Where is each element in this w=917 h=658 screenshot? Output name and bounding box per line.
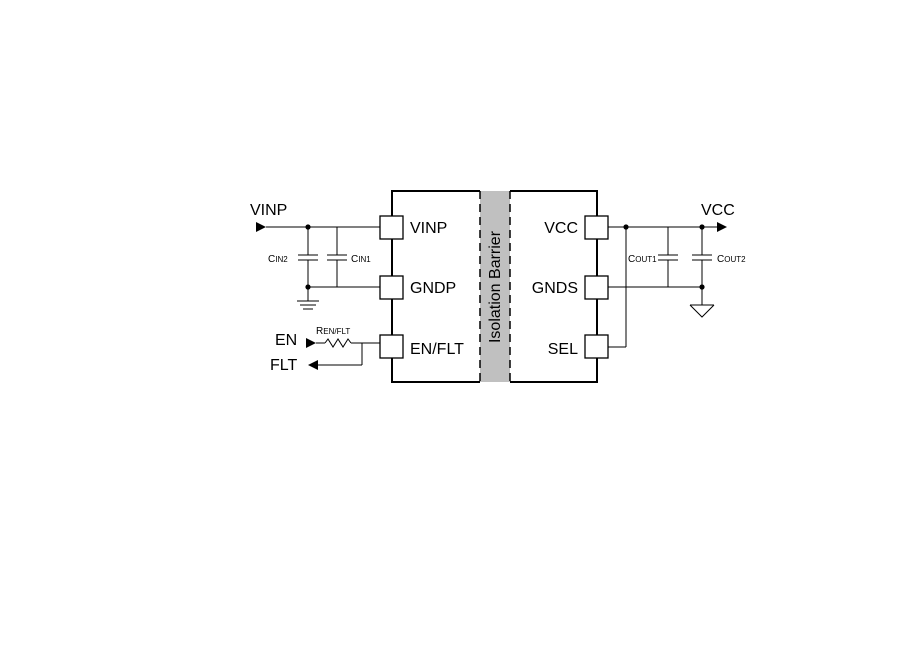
pin-sel bbox=[584, 334, 609, 359]
pin-vinp bbox=[379, 215, 404, 240]
pin-vcc-label: VCC bbox=[544, 220, 578, 237]
barrier-label: Isolation Barrier bbox=[487, 230, 504, 343]
en-net-label: EN bbox=[275, 332, 297, 349]
ren-flt-resistor bbox=[324, 338, 352, 348]
pin-en-flt-label: EN/FLT bbox=[410, 341, 464, 358]
vinp-net-label: VINP bbox=[250, 202, 287, 219]
isolation-barrier-band bbox=[480, 191, 510, 382]
pin-gndp bbox=[379, 275, 404, 300]
cout1-label-prefix: C bbox=[628, 254, 635, 265]
ground-symbol bbox=[297, 300, 319, 310]
cin2-label-prefix: C bbox=[268, 254, 275, 265]
pin-vcc bbox=[584, 215, 609, 240]
cout1-label: COUT1 bbox=[628, 254, 657, 265]
vinp-input-arrow bbox=[256, 222, 266, 232]
pin-gnds bbox=[584, 275, 609, 300]
cin1-label-prefix: C bbox=[351, 254, 358, 265]
cin2-label: CIN2 bbox=[268, 254, 288, 265]
flt-net-label: FLT bbox=[270, 357, 297, 374]
cout2-label-sub: OUT2 bbox=[724, 255, 746, 264]
cout2-label: COUT2 bbox=[717, 254, 746, 265]
ren-label: REN/FLT bbox=[316, 326, 350, 337]
cout2-label-prefix: C bbox=[717, 254, 724, 265]
pin-vinp-label: VINP bbox=[410, 220, 447, 237]
ren-label-sub: EN/FLT bbox=[323, 327, 350, 336]
pin-gnds-label: GNDS bbox=[532, 280, 578, 297]
cout1-label-sub: OUT1 bbox=[635, 255, 657, 264]
ren-label-prefix: R bbox=[316, 326, 323, 337]
gndp-junction-dot bbox=[305, 284, 311, 290]
pin-sel-label: SEL bbox=[548, 341, 578, 358]
pin-en-flt bbox=[379, 334, 404, 359]
signal-ground-symbol bbox=[689, 304, 715, 318]
cin1-label: CIN1 bbox=[351, 254, 371, 265]
cin1-label-sub: IN1 bbox=[358, 255, 371, 264]
pin-gndp-label: GNDP bbox=[410, 280, 456, 297]
flt-output-arrow bbox=[308, 360, 318, 370]
vcc-net-label: VCC bbox=[701, 202, 735, 219]
gnds-junction-dot bbox=[699, 284, 705, 290]
vcc-output-arrow bbox=[717, 222, 727, 232]
cin2-label-sub: IN2 bbox=[275, 255, 288, 264]
en-input-arrow bbox=[306, 338, 316, 348]
